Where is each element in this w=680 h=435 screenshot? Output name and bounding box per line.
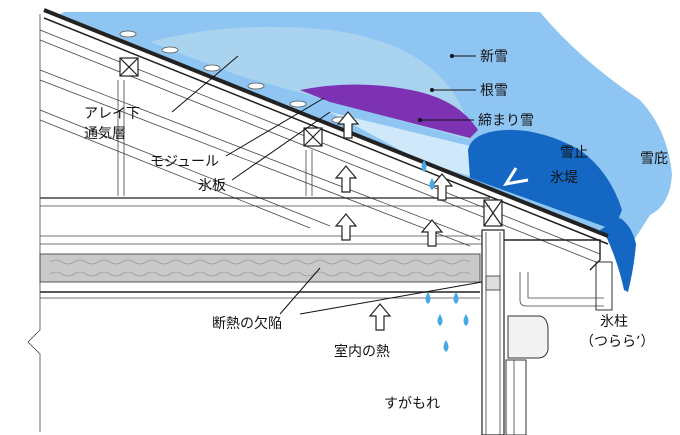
label-arei-line1: アレイ下 bbox=[84, 106, 140, 122]
heat-arrow-3 bbox=[334, 213, 358, 241]
leader-lines bbox=[171, 54, 483, 315]
heat-arrow-5 bbox=[420, 219, 444, 247]
heat-arrow-4 bbox=[430, 173, 454, 201]
heat-arrow-2 bbox=[334, 165, 358, 193]
label-ice-sheet: 氷板 bbox=[198, 178, 226, 194]
ice-dam bbox=[468, 129, 622, 230]
snow-stop-bracket bbox=[502, 167, 529, 187]
insulation-pattern bbox=[49, 259, 471, 277]
label-cornice: 雪庇 bbox=[640, 151, 668, 167]
water-drops bbox=[421, 160, 469, 352]
compact-snow-layer bbox=[300, 84, 478, 138]
label-new-snow: 新雪 bbox=[480, 49, 508, 65]
label-leak: すがもれ bbox=[384, 396, 440, 412]
insulation-layer bbox=[39, 253, 481, 283]
heat-arrow-6 bbox=[368, 303, 392, 331]
label-old-snow: 根雪 bbox=[480, 83, 508, 99]
ice-sheet-layer bbox=[330, 112, 470, 176]
label-indoor-heat: 室内の熱 bbox=[334, 343, 390, 360]
label-snow-stop: 雪止 bbox=[560, 145, 588, 161]
wall-section bbox=[481, 229, 613, 435]
label-module: モジュール bbox=[150, 154, 219, 170]
heat-arrows bbox=[334, 111, 454, 331]
label-ice-dam: 氷堤 bbox=[550, 170, 578, 186]
label-icicle: 氷柱 bbox=[600, 314, 628, 330]
label-compact-snow: 締まり雪 bbox=[478, 112, 534, 129]
heat-arrow-1 bbox=[336, 111, 360, 139]
roof-structure bbox=[39, 8, 609, 263]
icicle bbox=[600, 218, 636, 292]
label-icicle-reading: （つららʼ） bbox=[580, 334, 654, 350]
label-insulation-defect: 断熱の欠陥 bbox=[212, 315, 282, 332]
label-arei-line2: 通気層 bbox=[84, 126, 126, 142]
